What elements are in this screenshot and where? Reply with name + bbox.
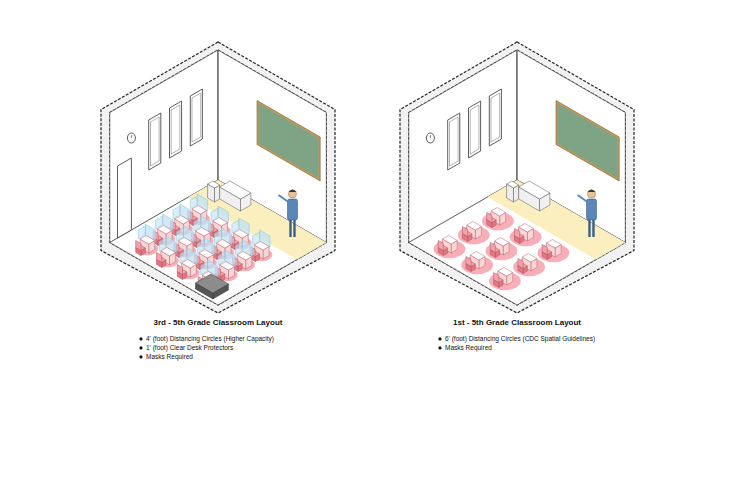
student-chair — [487, 213, 492, 223]
bullet-text: 4' (foot) Distancing Circles (Higher Cap… — [146, 335, 274, 343]
student-desk — [196, 228, 211, 237]
window — [171, 105, 180, 154]
whiteboard — [259, 104, 319, 179]
window — [190, 89, 202, 146]
window — [149, 113, 161, 170]
clock — [127, 133, 135, 143]
window — [170, 101, 182, 158]
bullet-dot — [438, 346, 441, 349]
bullet-text: 1' (foot) Clear Desk Protectors — [146, 344, 233, 352]
teacher-chair — [507, 181, 519, 188]
teacher-figure — [586, 199, 596, 220]
student-desk — [182, 260, 197, 269]
student-desk — [546, 240, 561, 249]
teacher-figure — [278, 195, 288, 202]
whiteboard — [558, 104, 618, 179]
bullet-text: 6' (foot) Distancing Circles (CDC Spatia… — [445, 335, 595, 343]
student-desk — [495, 238, 510, 247]
teacher-chair — [208, 181, 220, 188]
student-desk — [178, 238, 193, 247]
wall-corner — [517, 50, 518, 180]
teacher-figure — [289, 219, 291, 237]
student-chair — [490, 243, 495, 253]
student-desk — [140, 236, 155, 245]
bullet-text: Masks Required — [445, 344, 492, 352]
window — [448, 113, 460, 170]
teacher-figure — [288, 190, 296, 198]
student-chair — [157, 253, 162, 263]
window — [489, 89, 501, 146]
student-desk — [443, 236, 458, 245]
student-chair — [177, 265, 182, 275]
student-chair — [466, 257, 471, 267]
clock — [430, 135, 431, 138]
student-desk — [216, 240, 231, 249]
window — [470, 105, 479, 154]
student-desk — [254, 242, 269, 251]
student-desk — [519, 224, 534, 233]
student-chair — [514, 229, 519, 239]
wall-section — [400, 42, 634, 313]
whiteboard-frame — [556, 101, 619, 182]
student-desk — [157, 226, 172, 235]
clock — [426, 133, 434, 143]
wall-corner — [218, 50, 219, 180]
teacher-figure — [587, 190, 595, 198]
bullet-dot — [139, 337, 142, 340]
door — [118, 158, 132, 238]
student-chair — [438, 241, 443, 251]
student-desk — [498, 268, 513, 277]
student-desk — [161, 248, 176, 257]
student-desk — [470, 252, 485, 261]
window — [469, 101, 481, 158]
student-desk — [192, 206, 207, 215]
student-desk — [213, 218, 228, 227]
bullet-dot — [438, 337, 441, 340]
layout-title: 1st - 5th Grade Classroom Layout — [407, 318, 627, 328]
student-desk — [234, 230, 249, 239]
wall-section — [101, 42, 335, 313]
teacher-desk — [220, 181, 251, 199]
teacher-figure — [592, 219, 594, 237]
student-desk — [491, 208, 506, 217]
student-chair — [136, 241, 141, 251]
floor — [409, 180, 626, 305]
student-desk — [175, 216, 190, 225]
window — [151, 117, 160, 166]
student-desk — [237, 252, 252, 261]
teacher-figure — [588, 219, 590, 237]
layout-title: 3rd - 5th Grade Classroom Layout — [108, 318, 328, 328]
whiteboard-frame — [257, 101, 320, 182]
bullet-dot — [139, 355, 142, 358]
teacher-figure — [287, 199, 297, 220]
window — [192, 93, 201, 142]
teacher-figure — [288, 190, 296, 193]
teacher-zone — [189, 180, 327, 260]
teacher-figure — [587, 190, 595, 193]
window — [450, 117, 459, 166]
student-desk — [467, 222, 482, 231]
bullet-text: Masks Required — [146, 353, 193, 361]
clock — [131, 135, 132, 138]
student-chair — [518, 259, 523, 269]
teacher-figure — [293, 219, 295, 237]
student-chair — [462, 227, 467, 237]
student-chair — [542, 245, 547, 255]
window — [491, 93, 500, 142]
floor — [110, 180, 326, 305]
teacher-figure — [577, 195, 587, 202]
bin — [196, 274, 229, 293]
teacher-desk — [519, 181, 550, 199]
student-desk — [199, 250, 214, 259]
bullet-dot — [139, 346, 142, 349]
student-desk — [522, 254, 537, 263]
student-desk — [220, 262, 235, 271]
student-chair — [494, 273, 499, 283]
